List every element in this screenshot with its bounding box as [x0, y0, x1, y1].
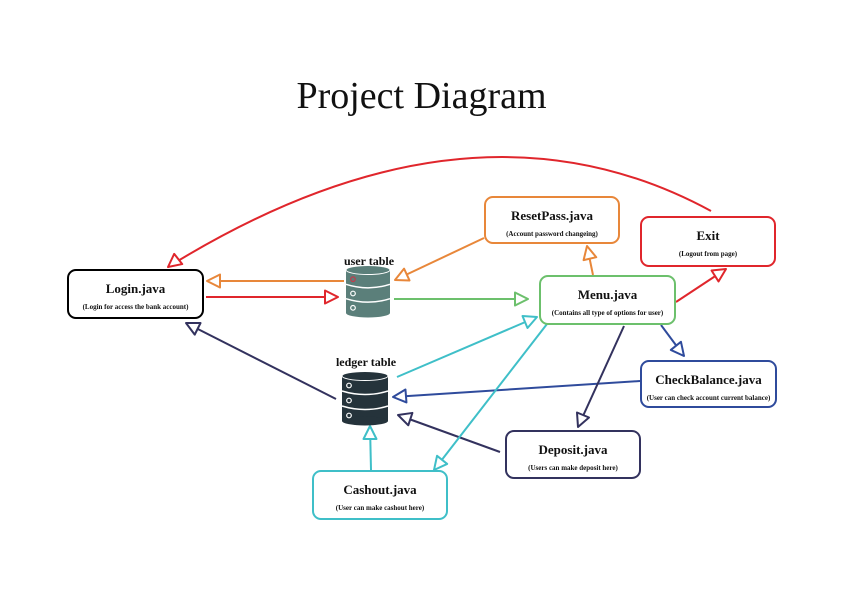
- arrow-menu-to-cashout: [433, 323, 548, 471]
- deposit-node-title: Deposit.java: [538, 442, 608, 457]
- menu-node-title: Menu.java: [577, 287, 638, 302]
- exit-node[interactable]: Exit (Logout from page): [640, 216, 776, 267]
- arrow-resetpass-to-usertable: [394, 237, 485, 282]
- arrow-usertable-to-login: [206, 273, 344, 289]
- arrow-exit-to-login: [167, 156, 712, 268]
- resetpass-node-subtitle: (Account password changeing): [506, 230, 598, 238]
- login-node[interactable]: Login.java (Login for access the bank ac…: [67, 269, 204, 319]
- cashout-node-title: Cashout.java: [343, 482, 417, 497]
- user-table-icon: [345, 265, 391, 318]
- deposit-node[interactable]: Deposit.java (Users can make deposit her…: [505, 430, 641, 479]
- arrow-ledger-to-menu: [396, 315, 538, 378]
- exit-node-title: Exit: [696, 228, 720, 243]
- cashout-node-subtitle: (User can make cashout here): [335, 504, 425, 512]
- arrow-checkbalance-to-ledger: [392, 380, 641, 404]
- checkbalance-node-subtitle: (User can check account current balance): [646, 394, 771, 402]
- cashout-node[interactable]: Cashout.java (User can make cashout here…: [312, 470, 448, 520]
- arrow-menu-to-resetpass: [582, 245, 598, 276]
- ledger-table-label: ledger table: [335, 355, 397, 369]
- checkbalance-node[interactable]: CheckBalance.java (User can check accoun…: [640, 360, 777, 408]
- arrow-menu-to-exit: [675, 268, 727, 303]
- checkbalance-node-title: CheckBalance.java: [655, 372, 762, 387]
- user-table-label: user table: [343, 254, 395, 268]
- arrow-login-to-usertable: [206, 289, 339, 305]
- menu-node-subtitle: (Contains all type of options for user): [551, 309, 664, 317]
- exit-node-subtitle: (Logout from page): [678, 250, 738, 258]
- login-node-subtitle: (Login for access the bank account): [82, 303, 189, 311]
- arrow-menu-to-checkbalance: [660, 324, 685, 357]
- arrow-ledger-to-login: [185, 322, 337, 400]
- page-title: Project Diagram: [296, 75, 547, 117]
- ledger-table-icon: [341, 371, 389, 426]
- resetpass-node-title: ResetPass.java: [511, 208, 593, 223]
- arrow-menu-to-deposit: [576, 325, 625, 428]
- login-node-title: Login.java: [105, 281, 166, 296]
- deposit-node-subtitle: (Users can make deposit here): [528, 464, 618, 472]
- arrow-cashout-to-ledger: [362, 425, 378, 471]
- menu-node[interactable]: Menu.java (Contains all type of options …: [539, 275, 676, 325]
- resetpass-node[interactable]: ResetPass.java (Account password changei…: [484, 196, 620, 244]
- arrow-deposit-to-ledger: [397, 411, 501, 453]
- arrow-usertable-to-menu: [394, 291, 529, 307]
